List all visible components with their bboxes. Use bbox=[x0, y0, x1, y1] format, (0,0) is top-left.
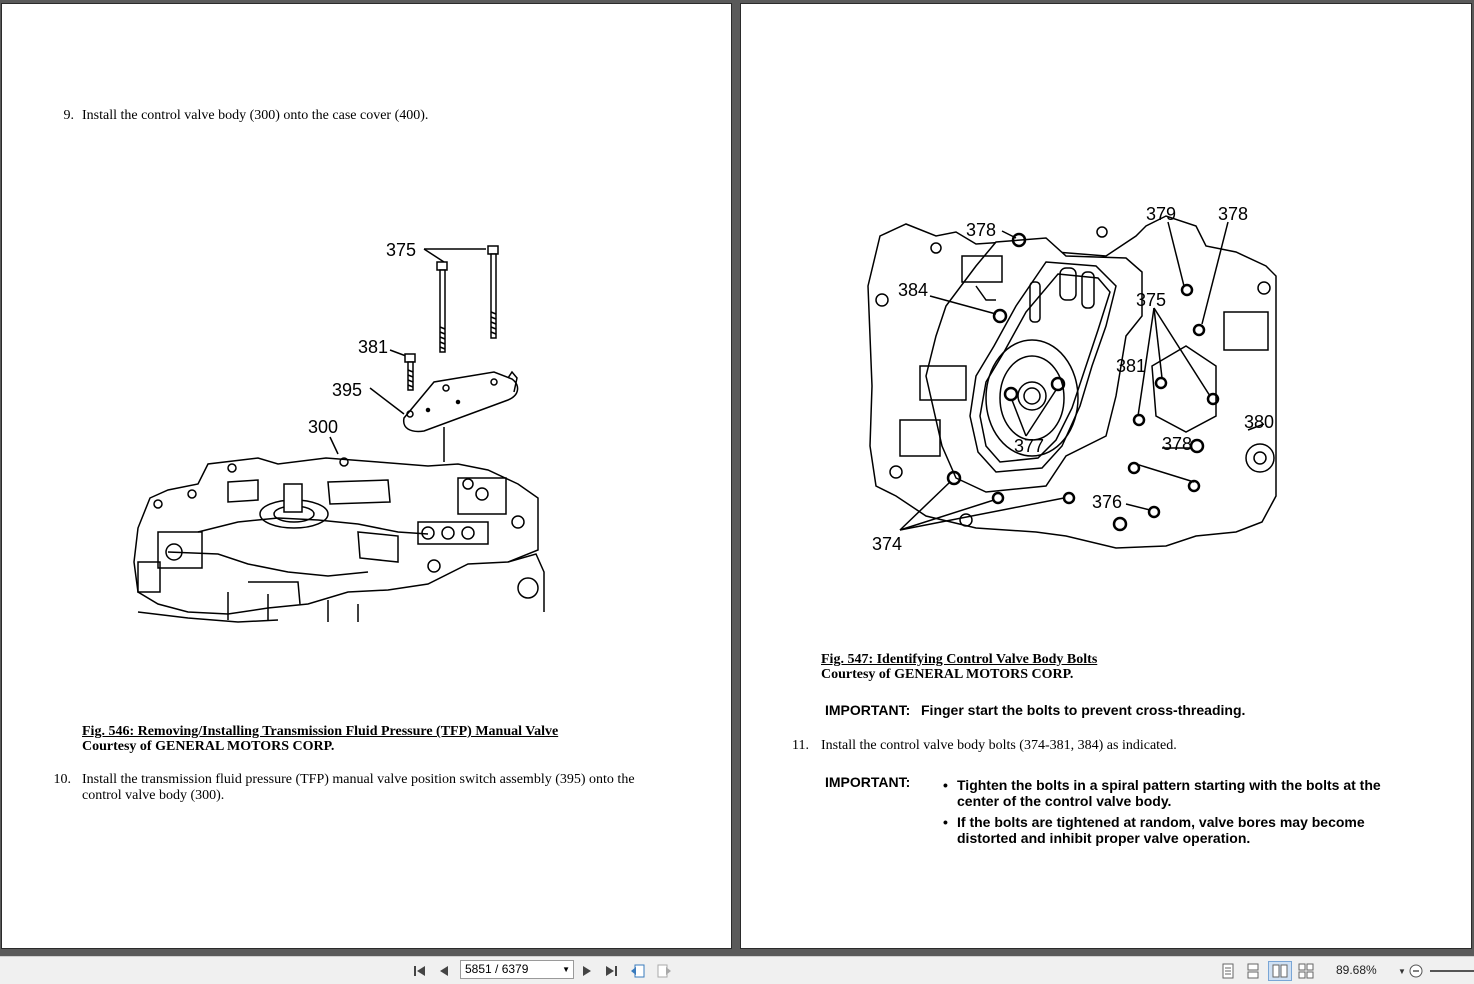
single-page-icon[interactable] bbox=[1218, 961, 1238, 981]
step-11-number: 11. bbox=[792, 738, 809, 753]
callout-374: 374 bbox=[872, 534, 902, 554]
bullet-2-line2: distorted and inhibit proper valve opera… bbox=[957, 830, 1251, 846]
important-bullets: Tighten the bolts in a spiral pattern st… bbox=[943, 777, 1443, 851]
important-label-2: IMPORTANT: bbox=[825, 774, 911, 790]
callout-377: 377 bbox=[1014, 436, 1044, 456]
step-10-number: 10. bbox=[53, 772, 72, 787]
prev-view-icon[interactable] bbox=[628, 961, 648, 981]
callout-384: 384 bbox=[898, 280, 928, 300]
figure-547-title: Fig. 547: Identifying Control Valve Body… bbox=[821, 652, 1098, 667]
page-indicator: 5851 / 6379 bbox=[465, 962, 529, 976]
callout-395: 395 bbox=[332, 380, 362, 400]
callout-381: 381 bbox=[1116, 356, 1146, 376]
callout-378-top-right: 378 bbox=[1218, 204, 1248, 224]
callout-378-center: 378 bbox=[1162, 434, 1192, 454]
figure-546-title: Fig. 546: Removing/Installing Transmissi… bbox=[82, 724, 559, 739]
step-9-number: 9. bbox=[63, 108, 75, 123]
page-dropdown-icon[interactable]: ▼ bbox=[562, 965, 570, 974]
important-label-1: IMPORTANT: bbox=[825, 702, 911, 718]
facing-icon[interactable] bbox=[1268, 961, 1292, 981]
callout-380: 380 bbox=[1244, 412, 1274, 432]
continuous-icon[interactable] bbox=[1243, 961, 1263, 981]
left-page: 9. Install the control valve body (300) … bbox=[1, 3, 732, 949]
figure-547-courtesy: Courtesy of GENERAL MOTORS CORP. bbox=[821, 667, 1074, 682]
page-number-input[interactable]: 5851 / 6379 ▼ bbox=[460, 960, 574, 979]
callout-300: 300 bbox=[308, 417, 338, 437]
step-9-text: Install the control valve body (300) ont… bbox=[82, 108, 429, 123]
important-bullet-1: Tighten the bolts in a spiral pattern st… bbox=[943, 777, 1443, 809]
callout-375: 375 bbox=[386, 240, 416, 260]
bullet-2-line1: If the bolts are tightened at random, va… bbox=[957, 814, 1365, 830]
last-page-icon[interactable] bbox=[601, 961, 621, 981]
callout-378-top-left: 378 bbox=[966, 220, 996, 240]
continuous-facing-icon[interactable] bbox=[1296, 961, 1316, 981]
zoom-level[interactable]: 89.68% bbox=[1336, 963, 1377, 977]
step-11-text: Install the control valve body bolts (37… bbox=[821, 738, 1177, 753]
important-text-1: Finger start the bolts to prevent cross-… bbox=[921, 702, 1246, 718]
zoom-dropdown-icon[interactable]: ▼ bbox=[1398, 966, 1406, 976]
status-bar: 5851 / 6379 ▼ 89.68% ▼ bbox=[0, 956, 1474, 984]
figure-546-courtesy: Courtesy of GENERAL MOTORS CORP. bbox=[82, 739, 335, 754]
callout-379: 379 bbox=[1146, 204, 1176, 224]
callout-381: 381 bbox=[358, 337, 388, 357]
bullet-1-line1: Tighten the bolts in a spiral pattern st… bbox=[957, 777, 1381, 793]
callout-376: 376 bbox=[1092, 492, 1122, 512]
bullet-1-line2: center of the control valve body. bbox=[957, 793, 1172, 809]
valve-body-illustration: 375 381 395 300 bbox=[133, 240, 545, 623]
step-10-line2: control valve body (300). bbox=[82, 788, 225, 803]
right-page: 378 379 378 384 375 381 377 378 380 376 … bbox=[740, 3, 1472, 949]
important-bullet-2: If the bolts are tightened at random, va… bbox=[943, 814, 1443, 846]
prev-page-icon[interactable] bbox=[434, 961, 454, 981]
first-page-icon[interactable] bbox=[410, 961, 430, 981]
zoom-slider[interactable] bbox=[1430, 970, 1474, 972]
valve-body-bolt-diagram: 378 379 378 384 375 381 377 378 380 376 … bbox=[867, 204, 1277, 554]
step-10-line1: Install the transmission fluid pressure … bbox=[82, 772, 635, 787]
next-page-icon[interactable] bbox=[577, 961, 597, 981]
zoom-out-icon[interactable] bbox=[1406, 961, 1426, 981]
callout-375: 375 bbox=[1136, 290, 1166, 310]
next-view-icon[interactable] bbox=[654, 961, 674, 981]
